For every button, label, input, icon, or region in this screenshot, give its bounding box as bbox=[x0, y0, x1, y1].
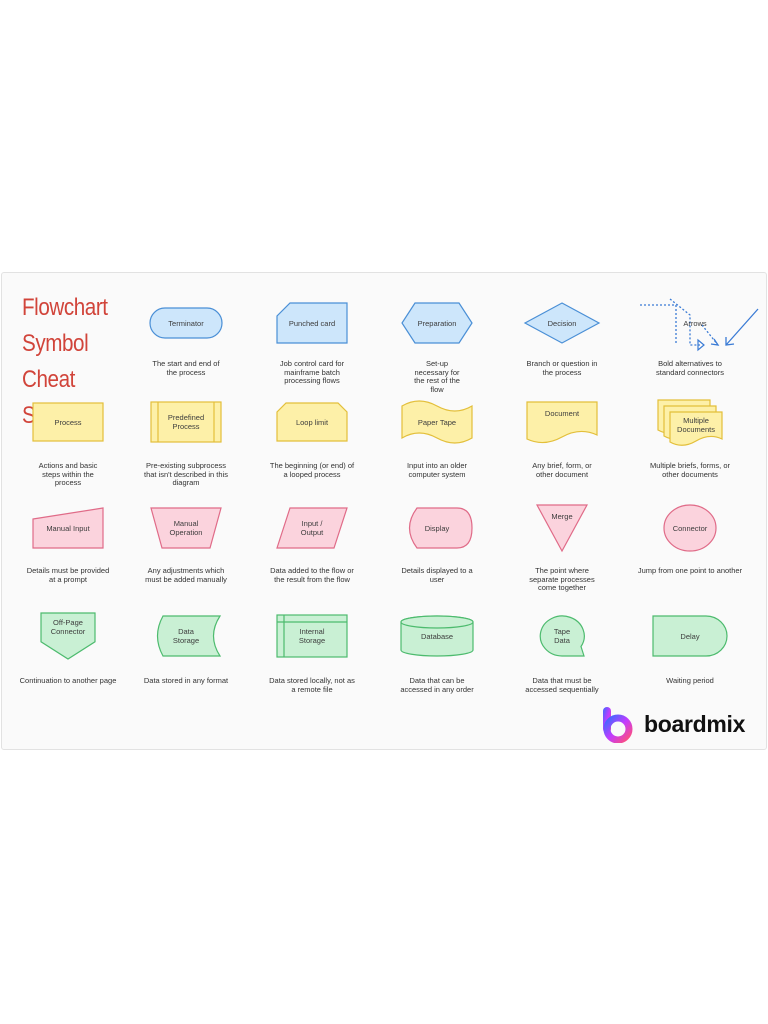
symbol-caption: Input into an older computer system bbox=[406, 461, 468, 479]
symbol-caption: Multiple briefs, forms, or other documen… bbox=[649, 461, 731, 479]
symbol-caption: Any brief, form, or other document bbox=[532, 461, 592, 479]
delay-shape bbox=[652, 615, 728, 657]
symbol-caption: Bold alternatives to standard connectors bbox=[656, 359, 724, 377]
symbol-label: Predefined Process bbox=[167, 413, 205, 431]
symbol-label: Database bbox=[420, 631, 454, 641]
decision-shape bbox=[523, 302, 601, 344]
paper-tape-shape bbox=[401, 400, 473, 444]
symbol-label: Off-Page Connector bbox=[50, 617, 86, 636]
symbol-caption: The beginning (or end) of a looped proce… bbox=[269, 461, 355, 479]
symbol-label: Preparation bbox=[417, 318, 457, 328]
data-storage-shape bbox=[156, 615, 222, 657]
loop-limit-shape bbox=[276, 402, 348, 442]
symbol-label: Manual Input bbox=[46, 523, 90, 533]
symbol-caption: Data stored locally, not as a remote fil… bbox=[269, 676, 355, 694]
symbol-label: Tape Data bbox=[553, 627, 571, 645]
internal-storage-shape bbox=[276, 614, 348, 658]
predefined-process-shape bbox=[150, 401, 222, 443]
process-shape bbox=[32, 402, 104, 442]
brand-name: boardmix bbox=[644, 711, 746, 737]
symbol-caption: Job control card for mainframe batch pro… bbox=[279, 359, 345, 385]
symbol-label: Decision bbox=[547, 318, 577, 328]
symbol-caption: Waiting period bbox=[666, 676, 714, 685]
symbol-label: Display bbox=[424, 523, 450, 533]
database-shape bbox=[400, 615, 474, 657]
symbol-label: Delay bbox=[680, 631, 700, 641]
symbol-caption: Data that can be accessed in any order bbox=[400, 676, 474, 694]
symbol-label: Manual Operation bbox=[169, 519, 203, 537]
symbol-caption: Data that must be accessed sequentially bbox=[525, 676, 599, 694]
symbol-label: Loop limit bbox=[295, 417, 329, 427]
document-shape bbox=[526, 401, 598, 444]
manual-input-shape bbox=[32, 507, 104, 549]
preparation-shape bbox=[401, 302, 473, 344]
symbol-label: Multiple Documents bbox=[677, 416, 715, 434]
punched-card-shape bbox=[276, 302, 348, 344]
symbol-caption: Jump from one point to another bbox=[637, 566, 743, 575]
boardmix-logo-icon bbox=[603, 707, 633, 743]
symbol-caption: Data stored in any format bbox=[143, 676, 229, 685]
symbol-caption: Branch or question in the process bbox=[526, 359, 598, 377]
symbol-caption: Continuation to another page bbox=[19, 676, 117, 685]
symbol-label: Input / Output bbox=[300, 519, 324, 537]
symbol-label: Data Storage bbox=[172, 627, 200, 645]
tape-data-shape bbox=[539, 615, 585, 657]
brand-logo: boardmix bbox=[602, 705, 764, 745]
multiple-documents-shape bbox=[657, 399, 723, 446]
symbol-caption: Pre-existing subprocess that isn't descr… bbox=[144, 461, 228, 487]
symbol-label: Connector bbox=[672, 523, 708, 533]
manual-operation-shape bbox=[150, 507, 222, 549]
symbol-label: Punched card bbox=[288, 318, 336, 328]
symbol-caption: Set-up necessary for the rest of the flo… bbox=[414, 359, 460, 394]
symbol-caption: The point where separate processes come … bbox=[529, 566, 595, 592]
display-shape bbox=[408, 507, 473, 549]
page-title: Flowchart Symbol Cheat Sheet bbox=[22, 294, 108, 429]
symbol-caption: The start and end of the process bbox=[152, 359, 220, 377]
arrows-icon bbox=[640, 298, 759, 352]
symbol-label: Arrows bbox=[683, 318, 707, 328]
terminator-shape bbox=[149, 307, 223, 339]
symbol-label: Document bbox=[544, 409, 580, 419]
off-page-connector-shape bbox=[40, 612, 96, 660]
symbol-label: Internal Storage bbox=[298, 627, 326, 645]
symbol-caption: Actions and basic steps within the proce… bbox=[38, 461, 98, 487]
cheat-sheet-panel bbox=[1, 272, 767, 750]
input-output-shape bbox=[276, 507, 348, 549]
symbol-caption: Details displayed to a user bbox=[401, 566, 473, 584]
symbol-caption: Details must be provided at a prompt bbox=[26, 566, 110, 584]
symbol-caption: Data added to the flow or the result fro… bbox=[270, 566, 354, 584]
symbol-caption: Any adjustments which must be added manu… bbox=[145, 566, 227, 584]
merge-shape bbox=[535, 504, 589, 553]
symbol-label: Terminator bbox=[168, 318, 204, 328]
symbol-label: Paper Tape bbox=[417, 417, 457, 427]
connector-shape bbox=[663, 504, 717, 552]
symbol-label: Process bbox=[54, 417, 82, 427]
symbol-label: Merge bbox=[551, 511, 573, 521]
